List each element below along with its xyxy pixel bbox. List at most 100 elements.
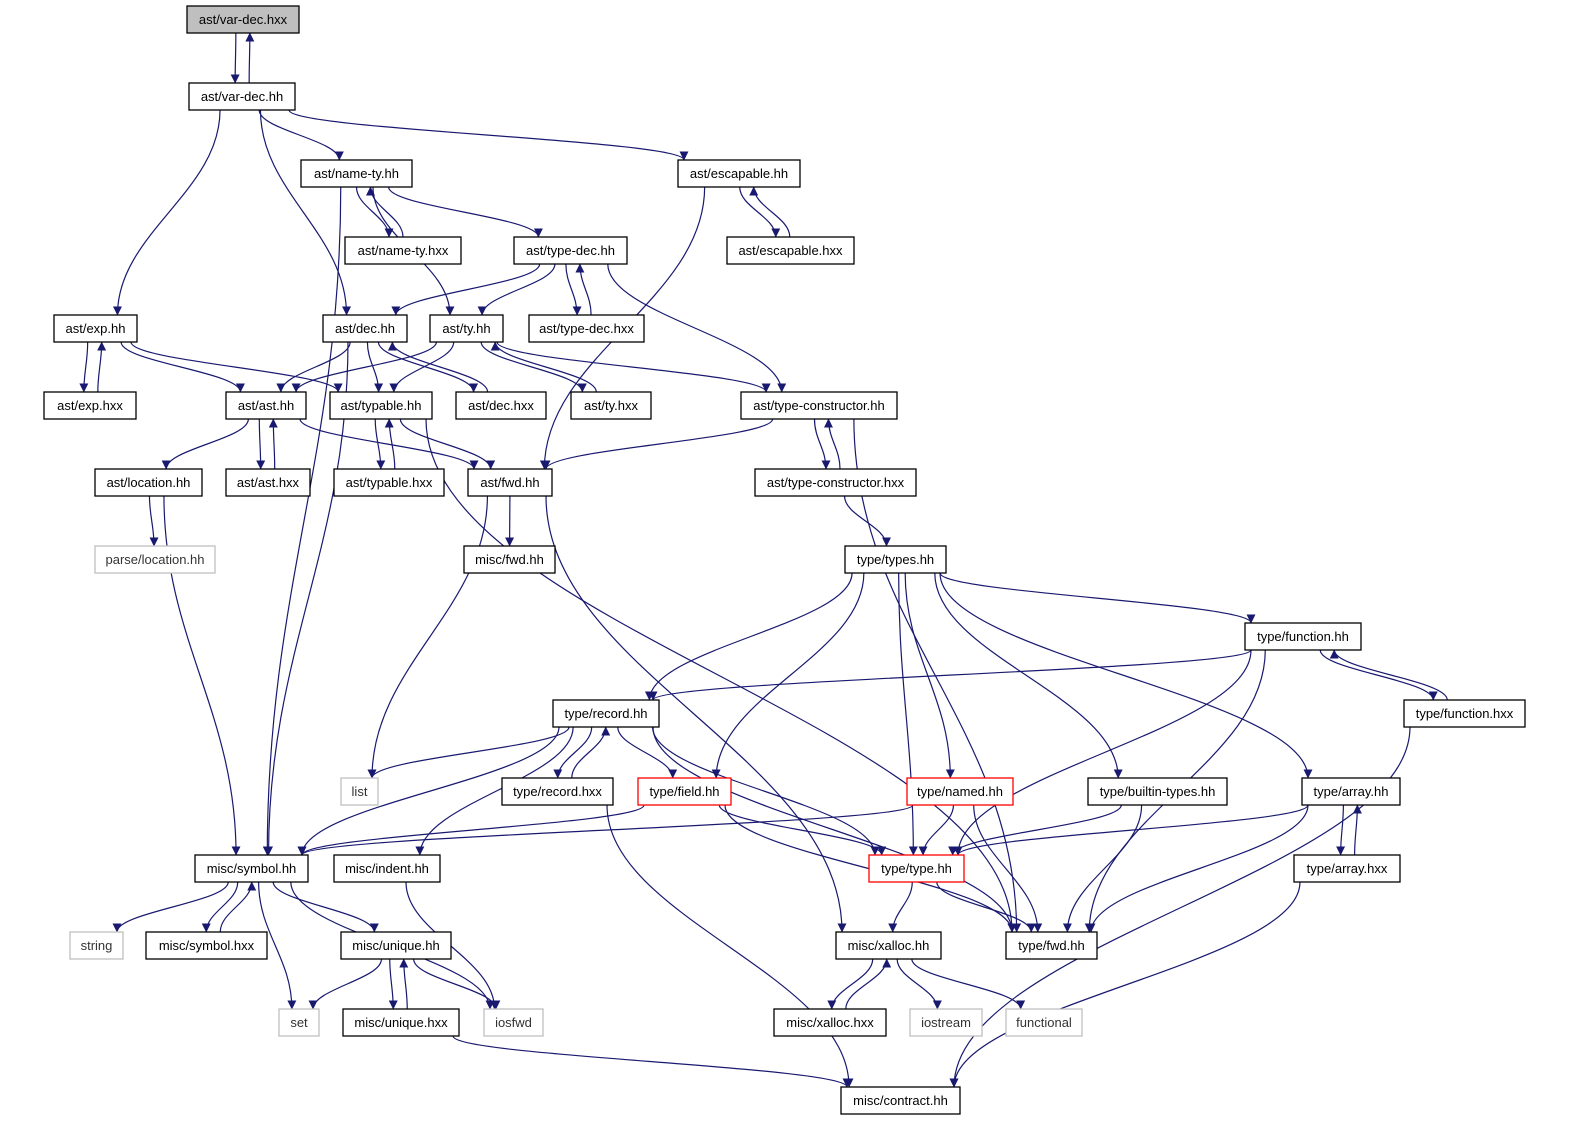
node-type-types-hh[interactable]: type/types.hh <box>844 545 947 574</box>
node-type-array-hh[interactable]: type/array.hh <box>1301 777 1401 806</box>
node-ast-var-dec-hxx[interactable]: ast/var-dec.hxx <box>186 5 300 34</box>
node-misc-indent-hh[interactable]: misc/indent.hh <box>333 854 441 883</box>
node-type-array-hxx[interactable]: type/array.hxx <box>1293 854 1401 883</box>
edge-ast-ty-hh-to-ast-type-constructor-hh <box>496 341 771 393</box>
node-ast-ast-hxx[interactable]: ast/ast.hxx <box>225 468 311 497</box>
node-label: misc/xalloc.hxx <box>786 1015 874 1030</box>
edge-type-builtin-types-hh-to-type-fwd-hh <box>1062 804 1143 933</box>
node-misc-fwd-hh[interactable]: misc/fwd.hh <box>463 545 556 574</box>
edge-misc-xalloc-hh-to-functional <box>911 958 1026 1010</box>
node-box <box>188 82 296 111</box>
node-ast-ty-hxx[interactable]: ast/ty.hxx <box>570 391 652 420</box>
node-misc-contract-hh[interactable]: misc/contract.hh <box>840 1086 961 1115</box>
node-iosfwd: iosfwd <box>483 1008 544 1037</box>
edge-ast-escapable-hxx-to-ast-escapable-hh <box>749 186 791 238</box>
node-layer: ast/var-dec.hxx ast/var-dec.hh ast/name-ty… <box>43 5 1526 1115</box>
edge-type-record-hh-to-type-field-hh <box>617 726 678 779</box>
node-box <box>1293 854 1401 883</box>
node-type-field-hh[interactable]: type/field.hh <box>637 777 732 806</box>
node-box <box>342 1008 460 1037</box>
node-box <box>570 391 652 420</box>
node-box <box>754 468 917 497</box>
node-box <box>300 159 413 188</box>
node-box <box>344 236 462 265</box>
node-box <box>53 314 138 343</box>
node-box <box>340 931 452 960</box>
node-label: ast/fwd.hh <box>480 475 539 490</box>
edge-ast-type-constructor-hxx-to-type-types-hh <box>843 495 891 547</box>
edge-misc-unique-hh-to-iosfwd <box>413 958 501 1010</box>
node-misc-xalloc-hxx[interactable]: misc/xalloc.hxx <box>773 1008 887 1037</box>
edge-type-types-hh-to-type-type-hh <box>898 572 918 856</box>
node-misc-xalloc-hh[interactable]: misc/xalloc.hh <box>835 931 942 960</box>
edge-misc-symbol-hh-to-string <box>112 881 229 933</box>
node-label: misc/xalloc.hh <box>848 938 930 953</box>
node-label: misc/unique.hh <box>352 938 439 953</box>
node-box <box>1244 622 1362 651</box>
node-misc-unique-hxx[interactable]: misc/unique.hxx <box>342 1008 460 1037</box>
edge-ast-exp-hh-to-ast-typable-hh <box>130 341 343 393</box>
node-label: ast/name-ty.hxx <box>358 243 449 258</box>
node-box <box>483 1008 544 1037</box>
node-ast-fwd-hh[interactable]: ast/fwd.hh <box>467 468 553 497</box>
node-ast-type-constructor-hh[interactable]: ast/type-constructor.hh <box>740 391 898 420</box>
edge-misc-unique-hxx-to-misc-contract-hh <box>452 1035 852 1088</box>
node-parse-location-hh: parse/location.hh <box>94 545 216 574</box>
edge-type-function-hh-to-type-type-hh <box>953 649 1252 856</box>
node-label: ast/ty.hxx <box>584 398 638 413</box>
edge-type-types-hh-to-type-array-hh <box>939 572 1313 779</box>
edge-type-types-hh-to-type-named-hh <box>904 572 955 779</box>
node-ast-typable-hh[interactable]: ast/typable.hh <box>329 391 433 420</box>
node-label: type/fwd.hh <box>1018 938 1085 953</box>
node-ast-type-dec-hh[interactable]: ast/type-dec.hh <box>513 236 628 265</box>
edge-ast-ast-hh-to-ast-location-hh <box>161 418 249 470</box>
node-ast-ty-hh[interactable]: ast/ty.hh <box>429 314 504 343</box>
node-string: string <box>69 931 124 960</box>
node-type-function-hh[interactable]: type/function.hh <box>1244 622 1362 651</box>
node-ast-location-hh[interactable]: ast/location.hh <box>94 468 203 497</box>
edge-ast-typable-hh-to-ast-fwd-hh <box>399 418 496 470</box>
node-type-named-hh[interactable]: type/named.hh <box>906 777 1014 806</box>
node-ast-type-dec-hxx[interactable]: ast/type-dec.hxx <box>528 314 645 343</box>
node-ast-escapable-hxx[interactable]: ast/escapable.hxx <box>726 236 855 265</box>
node-ast-ast-hh[interactable]: ast/ast.hh <box>225 391 307 420</box>
edge-ast-type-dec-hh-to-ast-dec-hh <box>391 263 541 316</box>
node-box <box>429 314 504 343</box>
node-ast-exp-hh[interactable]: ast/exp.hh <box>53 314 138 343</box>
edge-ast-type-constructor-hxx-to-ast-type-constructor-hh <box>823 418 841 470</box>
node-ast-escapable-hh[interactable]: ast/escapable.hh <box>677 159 801 188</box>
node-label: type/function.hxx <box>1416 706 1514 721</box>
edge-ast-ast-hxx-to-ast-ast-hh <box>268 418 278 470</box>
node-type-record-hh[interactable]: type/record.hh <box>552 699 660 728</box>
node-box <box>528 314 645 343</box>
node-ast-type-constructor-hxx[interactable]: ast/type-constructor.hxx <box>754 468 917 497</box>
edge-ast-var-dec-hh-to-ast-name-ty-hh <box>258 109 344 161</box>
node-ast-dec-hxx[interactable]: ast/dec.hxx <box>455 391 547 420</box>
node-label: ast/ty.hh <box>442 321 490 336</box>
node-type-builtin-types-hh[interactable]: type/builtin-types.hh <box>1087 777 1228 806</box>
node-ast-exp-hxx[interactable]: ast/exp.hxx <box>43 391 137 420</box>
edge-ast-var-dec-hxx-to-ast-var-dec-hh <box>230 32 240 84</box>
node-box <box>340 777 379 806</box>
edge-ast-ty-hh-to-ast-ty-hxx <box>480 341 587 393</box>
edge-type-record-hxx-to-type-record-hh <box>571 726 611 779</box>
edge-ast-dec-hh-to-misc-symbol-hh <box>264 341 349 856</box>
node-box <box>909 1008 983 1037</box>
node-misc-unique-hh[interactable]: misc/unique.hh <box>340 931 452 960</box>
node-type-fwd-hh[interactable]: type/fwd.hh <box>1005 931 1098 960</box>
node-type-record-hxx[interactable]: type/record.hxx <box>501 777 614 806</box>
edge-type-record-hh-to-misc-indent-hh <box>415 726 574 856</box>
node-box <box>145 931 268 960</box>
node-type-type-hh[interactable]: type/type.hh <box>868 854 965 883</box>
node-ast-var-dec-hh[interactable]: ast/var-dec.hh <box>188 82 296 111</box>
node-label: ast/var-dec.hh <box>201 89 283 104</box>
node-ast-name-ty-hxx[interactable]: ast/name-ty.hxx <box>344 236 462 265</box>
node-ast-typable-hxx[interactable]: ast/typable.hxx <box>333 468 445 497</box>
node-ast-dec-hh[interactable]: ast/dec.hh <box>322 314 408 343</box>
edge-misc-symbol-hh-to-misc-unique-hh <box>272 881 379 933</box>
node-misc-symbol-hxx[interactable]: misc/symbol.hxx <box>145 931 268 960</box>
node-misc-symbol-hh[interactable]: misc/symbol.hh <box>194 854 309 883</box>
node-type-function-hxx[interactable]: type/function.hxx <box>1403 699 1526 728</box>
node-ast-name-ty-hh[interactable]: ast/name-ty.hh <box>300 159 413 188</box>
